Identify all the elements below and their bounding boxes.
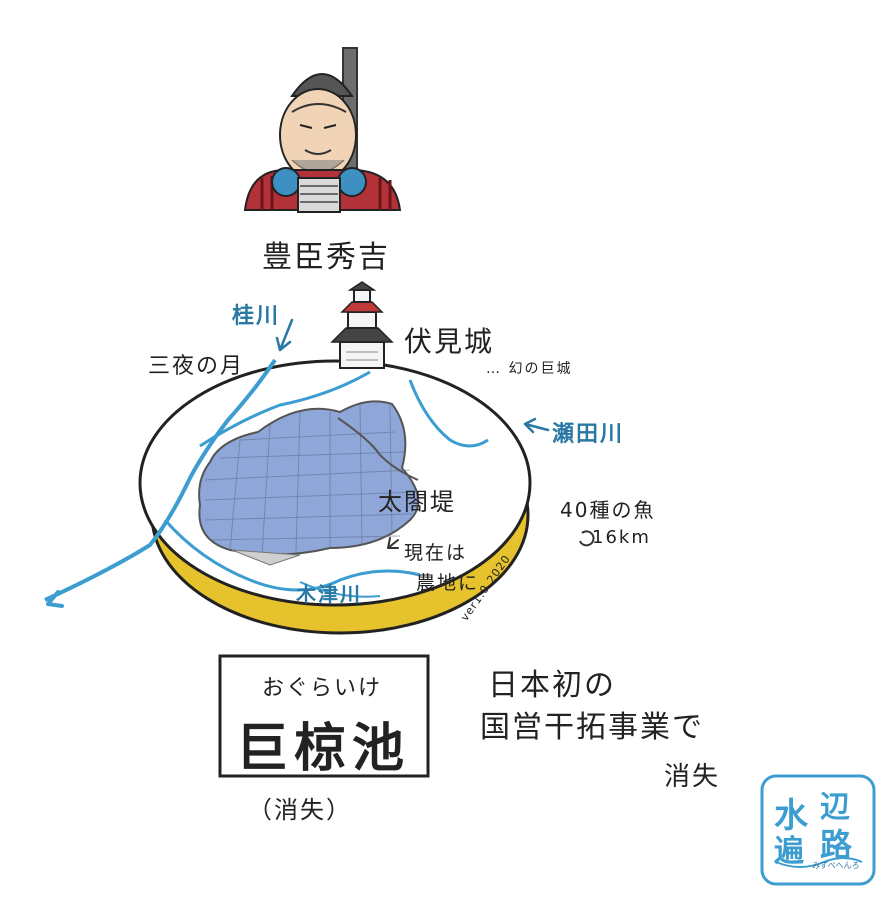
fish-label: 40種の魚 xyxy=(560,498,656,522)
embankment-label: 太閤堤 xyxy=(378,488,456,516)
logo-char-3: 遍 xyxy=(774,834,806,869)
logo-char-1: 水 xyxy=(774,796,810,836)
katsura-river xyxy=(44,358,277,602)
hideyoshi-portrait xyxy=(243,47,402,213)
caption-line3: 消失 xyxy=(664,762,721,792)
seta-river-label: 瀬田川 xyxy=(552,422,625,447)
title-status: （消失） xyxy=(248,796,352,824)
kizu-river xyxy=(163,519,421,592)
disk-map xyxy=(44,358,532,635)
seta-river xyxy=(408,379,489,448)
title-frame xyxy=(218,654,430,778)
kizu-river-label: 木津川 xyxy=(296,582,362,606)
fushimi-castle-icon xyxy=(330,281,394,369)
caption-line1: 日本初の xyxy=(488,668,616,703)
moon-label: 三夜の月 xyxy=(148,354,245,379)
castle-note: … 幻の巨城 xyxy=(486,361,573,377)
castle-name: 伏見城 xyxy=(404,325,495,358)
title-reading: おぐらいけ xyxy=(262,676,383,701)
logo-char-2: 辺 xyxy=(820,790,852,825)
now-label-line1: 現在は xyxy=(404,542,468,564)
caption-line2: 国営干拓事業で xyxy=(480,710,704,745)
logo-frame xyxy=(760,774,876,886)
uji-river xyxy=(199,370,371,448)
katsura-river-label: 桂川 xyxy=(232,304,281,329)
circumference-label: 16km xyxy=(592,527,651,548)
mizube-henro-logo: 水 辺 遍 路 みずべへんろ xyxy=(762,776,874,884)
logo-char-4: 路 xyxy=(820,826,855,864)
logo-subtitle: みずべへんろ xyxy=(812,861,860,870)
now-label-line2: 農地に xyxy=(416,572,480,594)
title-name: 巨椋池 xyxy=(236,719,411,779)
hideyoshi-name: 豊臣秀吉 xyxy=(262,240,390,275)
